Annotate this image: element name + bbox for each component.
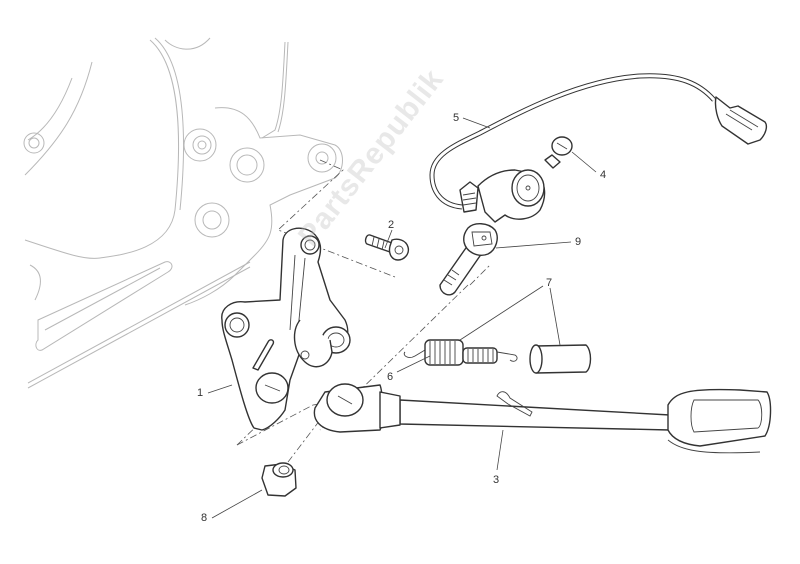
callout-leader-lines (207, 117, 597, 519)
callout-6[interactable]: 6 (387, 371, 394, 383)
engine-case-outline (23, 37, 343, 389)
callout-8[interactable]: 8 (201, 512, 208, 524)
bracket-bolt-part[interactable] (364, 234, 410, 261)
stand-bracket-part[interactable] (221, 227, 351, 431)
sensor-screw-part[interactable] (544, 136, 573, 169)
side-stand-leg-part[interactable] (313, 383, 772, 454)
return-spring-part[interactable] (403, 339, 518, 366)
spring-sleeve-part[interactable] (529, 344, 592, 374)
callout-4[interactable]: 4 (600, 169, 607, 181)
callout-7[interactable]: 7 (546, 277, 553, 289)
callout-1[interactable]: 1 (197, 387, 204, 399)
callout-3[interactable]: 3 (493, 474, 500, 486)
callout-5[interactable]: 5 (453, 112, 460, 124)
callout-2[interactable]: 2 (388, 219, 395, 231)
switch-cable-part[interactable] (429, 73, 768, 223)
pivot-bolt-part[interactable] (439, 223, 498, 296)
callout-9[interactable]: 9 (575, 236, 582, 248)
pivot-nut-part[interactable] (261, 462, 297, 497)
